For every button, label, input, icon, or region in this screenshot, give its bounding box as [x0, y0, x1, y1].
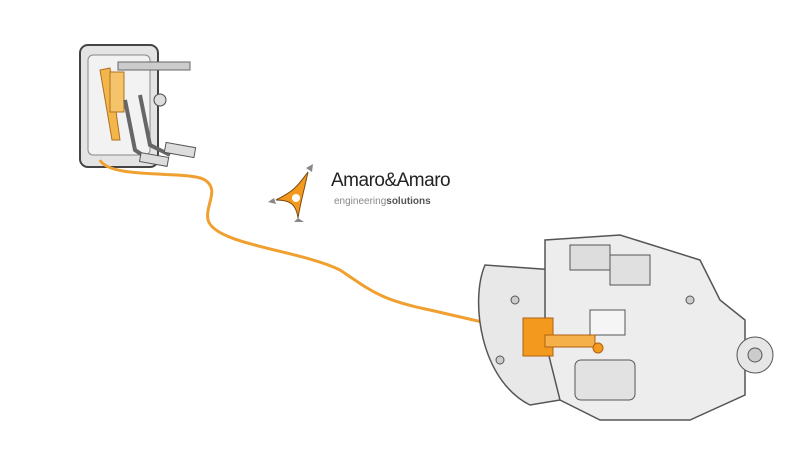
logo-tagline: engineeringsolutions: [334, 196, 431, 207]
clutch-hydraulic-line: [98, 159, 531, 335]
pedal-box: [79, 44, 197, 168]
tagline-light: engineering: [334, 196, 387, 207]
company-logo: Amaro&Amaro engineeringsolutions: [268, 160, 451, 225]
slave-cylinder: [522, 317, 604, 357]
tagline-bold: solutions: [386, 196, 431, 207]
gearbox: [477, 234, 774, 421]
logo-brand-name: Amaro&Amaro: [331, 170, 451, 191]
logo-mark-icon: [268, 164, 313, 222]
